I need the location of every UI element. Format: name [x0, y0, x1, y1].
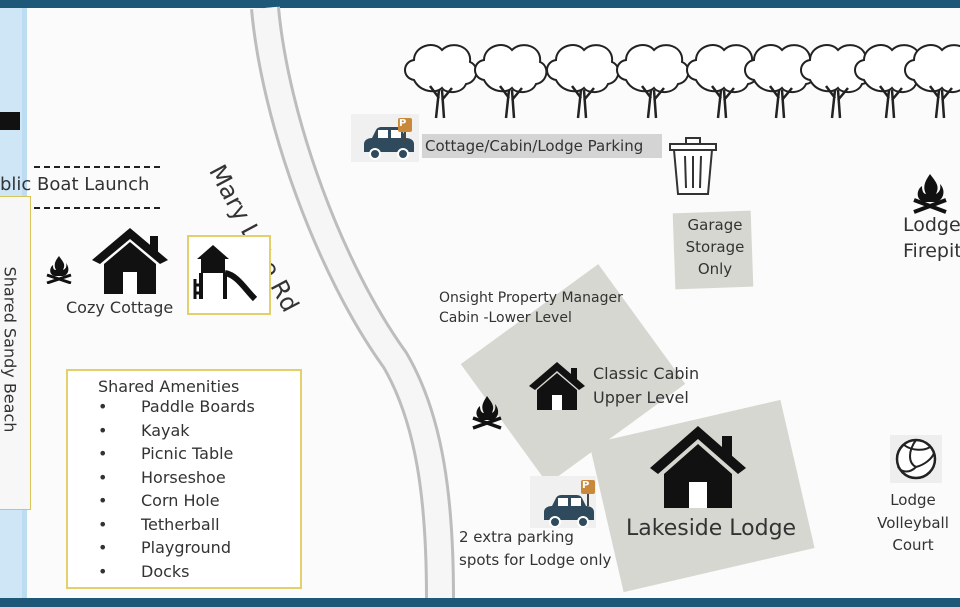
parking-letter: P	[399, 118, 407, 129]
bottom-frame-bar	[0, 598, 960, 607]
boat-launch-label: blic Boat Launch	[0, 174, 150, 195]
property-manager-label-line1: Onsight Property Manager	[439, 290, 623, 306]
tree-icon	[473, 43, 548, 120]
parking-label-highlight	[422, 134, 662, 158]
tree-icon	[685, 43, 760, 120]
sandy-beach-label: Shared Sandy Beach	[0, 266, 20, 433]
lodge-firepit-label-line2: Firepit	[903, 240, 960, 262]
boat-launch-top-dash	[34, 166, 160, 168]
property-manager-label-line2: Cabin -Lower Level	[439, 310, 572, 326]
classic-cabin-label-line2: Upper Level	[593, 388, 689, 407]
parking-letter: P	[582, 480, 590, 491]
volleyball-label-line1: Lodge	[890, 491, 936, 509]
volleyball-label-line2: Volleyball	[877, 514, 949, 532]
tree-line	[404, 43, 960, 120]
lodge-firepit-label-line1: Lodge	[903, 214, 960, 236]
garage-label-line1: Garage	[687, 216, 743, 234]
tree-icon	[799, 43, 874, 120]
boat-launch-bottom-dash	[34, 207, 160, 209]
volleyball-label-line3: Court	[892, 536, 934, 554]
dock-marker	[0, 112, 20, 130]
parking-sign-icon	[398, 118, 412, 144]
main-parking-label: Cottage/Cabin/Lodge Parking	[425, 137, 644, 155]
trash-can-icon	[669, 137, 717, 195]
shared-sandy-beach-area	[0, 196, 31, 510]
extra-parking-label-line1: 2 extra parking	[459, 528, 574, 546]
house-icon	[650, 426, 746, 508]
cozy-cottage-label: Cozy Cottage	[66, 298, 174, 317]
house-icon	[92, 228, 168, 294]
playground-icon	[193, 245, 258, 302]
tree-icon	[743, 43, 818, 120]
classic-cabin-label-line1: Classic Cabin	[593, 364, 700, 383]
parking-sign-icon	[581, 480, 595, 506]
campfire-icon	[46, 256, 72, 284]
extra-parking-label-line2: spots for Lodge only	[459, 551, 612, 569]
tree-icon	[615, 43, 690, 120]
car-icon	[544, 495, 594, 528]
lakeside-lodge-label: Lakeside Lodge	[626, 516, 797, 541]
amenities-title: Shared Amenities	[98, 377, 240, 396]
campfire-icon	[913, 174, 947, 214]
volleyball-icon	[895, 438, 937, 480]
top-frame-bar	[0, 0, 960, 8]
tree-icon	[404, 44, 478, 119]
car-icon	[364, 127, 414, 160]
shared-amenities-box: Shared Amenities •Paddle Boards •Kayak •…	[66, 369, 302, 589]
tree-icon	[545, 43, 620, 120]
garage-label-line2: Storage	[685, 238, 745, 256]
house-icon	[529, 362, 585, 410]
garage-label-line3: Only	[697, 260, 733, 278]
campfire-icon	[472, 396, 502, 430]
